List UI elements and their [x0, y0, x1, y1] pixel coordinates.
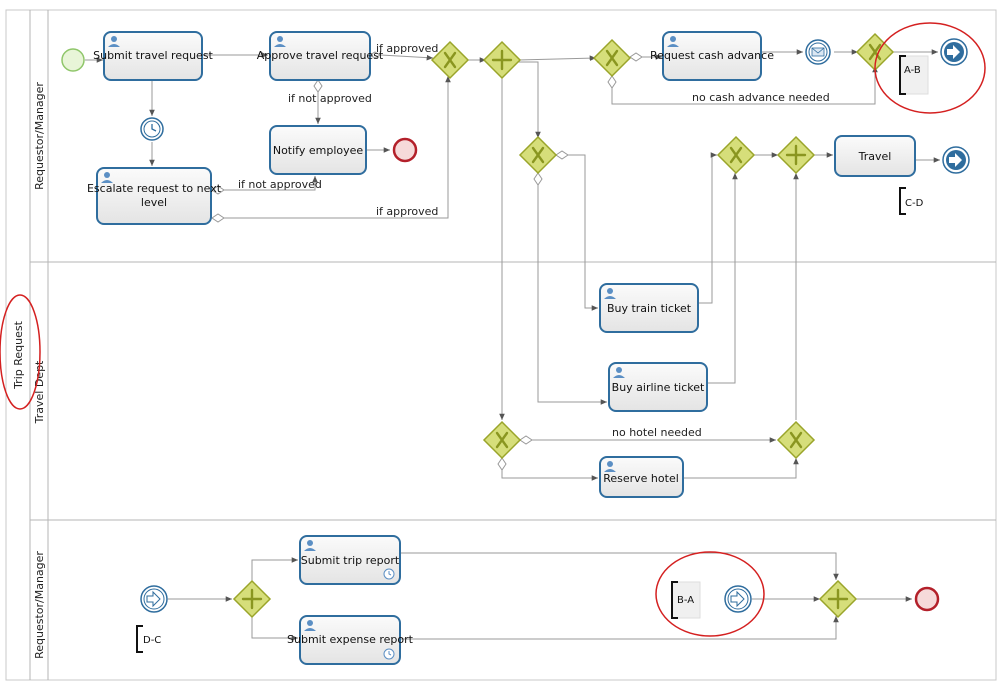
plus-mark-icon: [785, 144, 807, 166]
exclusive-gateway-approval[interactable]: [430, 40, 470, 80]
start-event[interactable]: [61, 48, 85, 72]
link-catch-event-ba[interactable]: [724, 585, 752, 613]
x-mark-icon: [868, 43, 882, 61]
exclusive-gateway-hotel[interactable]: [482, 420, 522, 460]
user-icon: [604, 288, 616, 299]
highlight-ellipse-pool-name: [0, 294, 41, 410]
link-throw-event-ab[interactable]: [940, 38, 968, 66]
task-label-line2: level: [141, 196, 167, 209]
flow-label-if-approved-escalate: if approved: [376, 205, 438, 218]
task-label: Approve travel request: [257, 49, 384, 62]
user-icon: [108, 36, 120, 47]
lane-label-requestor-manager-bottom: Requestor/Manager: [33, 551, 46, 659]
highlight-ellipse-ba: [655, 551, 765, 637]
arrow-right-icon: [949, 153, 962, 167]
task-escalate-request[interactable]: Escalate request to next level: [87, 167, 222, 225]
user-icon: [274, 36, 286, 47]
task-label: Reserve hotel: [603, 472, 679, 485]
user-icon: [304, 620, 316, 631]
exclusive-gateway-ticket-merge[interactable]: [716, 135, 756, 175]
user-icon: [604, 461, 616, 472]
parallel-gateway-join[interactable]: [776, 135, 816, 175]
annotation-label: A-B: [904, 65, 921, 76]
user-icon: [613, 367, 625, 378]
plus-mark-icon: [491, 49, 513, 71]
x-mark-icon: [443, 51, 457, 69]
annotation-dc: D-C: [136, 625, 161, 653]
task-approve-travel-request[interactable]: Approve travel request: [257, 31, 384, 81]
task-buy-airline-ticket[interactable]: Buy airline ticket: [608, 362, 708, 412]
task-notify-employee[interactable]: Notify employee: [269, 125, 367, 175]
arrow-right-icon: [947, 45, 960, 59]
end-event-bottom[interactable]: [914, 586, 940, 612]
end-event-notify[interactable]: [392, 137, 418, 163]
link-throw-event-cd[interactable]: [942, 146, 970, 174]
arrow-right-outline-icon: [146, 590, 161, 608]
parallel-gateway-reports-split[interactable]: [232, 579, 272, 619]
flow-label-no-hotel: no hotel needed: [612, 426, 702, 439]
annotation-ab: A-B: [899, 55, 929, 95]
conditional-markers: [211, 52, 643, 471]
exclusive-gateway-hotel-merge[interactable]: [776, 420, 816, 460]
annotation-label: B-A: [677, 595, 694, 606]
lane-label-requestor-manager-top: Requestor/Manager: [33, 82, 46, 190]
plus-mark-icon: [241, 588, 263, 610]
timer-icon: [383, 568, 395, 580]
task-label: Buy train ticket: [607, 302, 692, 315]
task-label-line1: Escalate request to next: [87, 182, 222, 195]
exclusive-gateway-cash[interactable]: [592, 38, 632, 78]
pool-name: Trip Request: [12, 320, 25, 390]
lane-label-travel-dept: Travel Dept: [33, 360, 46, 424]
x-mark-icon: [605, 49, 619, 67]
link-catch-event-dc[interactable]: [140, 585, 168, 613]
task-label: Buy airline ticket: [612, 381, 705, 394]
x-mark-icon: [531, 146, 545, 164]
task-travel[interactable]: Travel: [834, 135, 916, 177]
task-submit-travel-request[interactable]: Submit travel request: [93, 31, 214, 81]
user-icon: [101, 172, 113, 183]
task-label: Travel: [858, 150, 892, 163]
task-label: Notify employee: [273, 144, 364, 157]
parallel-gateway-split[interactable]: [482, 40, 522, 80]
x-mark-icon: [495, 431, 509, 449]
parallel-gateway-reports-join[interactable]: [818, 579, 858, 619]
highlight-ellipse-ab: [874, 22, 986, 114]
task-label: Submit travel request: [93, 49, 213, 62]
pool: [5, 9, 997, 681]
task-label: Submit trip report: [301, 554, 400, 567]
annotation-label: D-C: [143, 635, 161, 646]
task-request-cash-advance[interactable]: Request cash advance: [650, 31, 774, 81]
arrow-right-outline-icon: [730, 590, 745, 608]
envelope-icon: [811, 47, 825, 57]
task-reserve-hotel[interactable]: Reserve hotel: [599, 456, 684, 498]
x-mark-icon: [789, 431, 803, 449]
x-mark-icon: [729, 146, 743, 164]
annotation-cd: C-D: [899, 187, 924, 215]
annotation-ba: B-A: [671, 581, 701, 619]
sequence-flows: [85, 49, 940, 641]
clock-icon: [151, 124, 157, 132]
task-submit-trip-report[interactable]: Submit trip report: [299, 535, 401, 585]
task-label: Submit expense report: [287, 633, 414, 646]
task-submit-expense-report[interactable]: Submit expense report: [287, 615, 414, 665]
flow-label-if-approved: if approved: [376, 42, 438, 55]
flow-label-if-not-approved: if not approved: [288, 92, 372, 105]
user-icon: [667, 36, 679, 47]
flow-label-if-not-approved-escalate: if not approved: [238, 178, 322, 191]
task-label: Request cash advance: [650, 49, 774, 62]
annotation-label: C-D: [905, 198, 924, 209]
timer-event[interactable]: [140, 117, 164, 141]
flow-label-no-cash-advance: no cash advance needed: [692, 91, 830, 104]
task-buy-train-ticket[interactable]: Buy train ticket: [599, 283, 699, 333]
timer-icon: [383, 648, 395, 660]
plus-mark-icon: [827, 588, 849, 610]
user-icon: [304, 540, 316, 551]
exclusive-gateway-ticket[interactable]: [518, 135, 558, 175]
message-event[interactable]: [805, 39, 831, 65]
